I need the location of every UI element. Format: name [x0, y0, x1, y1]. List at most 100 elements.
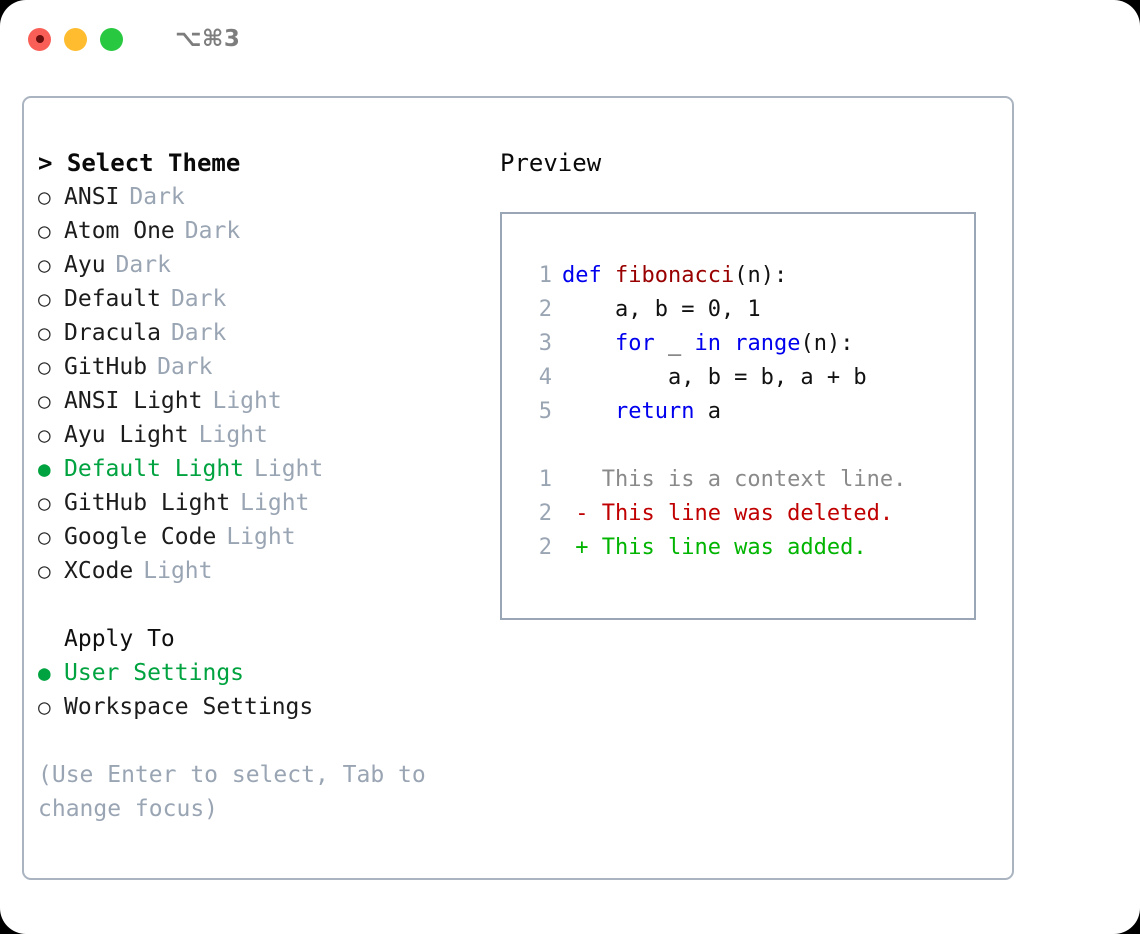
code-line: [518, 429, 968, 463]
radio-unselected-icon: ○: [38, 253, 51, 277]
radio-unselected-icon: ○: [38, 389, 51, 413]
radio-unselected-icon: ○: [38, 321, 51, 345]
code-token: - This line was deleted.: [562, 501, 894, 526]
theme-option-tag: Dark: [170, 320, 227, 346]
code-token: fibonacci: [614, 263, 735, 288]
code-token: (n):: [800, 331, 854, 356]
code-token: a, b = b, a + b: [562, 365, 867, 390]
theme-option-xcode[interactable]: ○ XCode Light: [38, 554, 478, 588]
theme-option-label: Ayu: [64, 252, 106, 278]
radio-unselected-icon: ○: [38, 219, 51, 243]
line-number: 2: [538, 501, 552, 526]
apply-to-option-list[interactable]: ●User Settings○Workspace Settings: [38, 656, 478, 724]
theme-option-tag: Dark: [129, 184, 185, 210]
radio-unselected-icon: ○: [38, 185, 51, 209]
code-line: 2 + This line was added.: [518, 531, 968, 565]
theme-option-label: ANSI Light: [64, 388, 203, 414]
code-token: return: [614, 399, 695, 424]
code-line: 1 def fibonacci(n):: [518, 259, 968, 293]
apply-to-label: Apply To: [64, 626, 175, 652]
theme-option-ansi[interactable]: ○ ANSI Dark: [38, 180, 478, 214]
theme-option-label: Atom One: [64, 218, 175, 244]
theme-option-tag: Light: [198, 422, 268, 448]
apply-to-group: Apply To ●User Settings○Workspace Settin…: [38, 622, 478, 724]
theme-option-label: GitHub: [64, 354, 148, 380]
code-token: a: [694, 399, 721, 424]
theme-option-github-light[interactable]: ○ GitHub Light Light: [38, 486, 478, 520]
code-line-content: This is a context line.: [562, 463, 907, 497]
apply-to-option-label: User Settings: [64, 660, 245, 686]
apply-to-option-workspace-settings[interactable]: ○Workspace Settings: [38, 690, 478, 724]
traffic-lights: [28, 27, 123, 51]
theme-option-label: Google Code: [64, 524, 217, 550]
theme-option-ansi-light[interactable]: ○ ANSI Light Light: [38, 384, 478, 418]
line-number: 1: [538, 467, 552, 492]
close-icon: [35, 35, 44, 43]
radio-unselected-icon: ○: [38, 423, 51, 447]
code-token: _: [654, 331, 695, 356]
theme-option-tag: Light: [212, 388, 282, 414]
code-line-content: def fibonacci(n):: [562, 259, 787, 293]
minimize-button[interactable]: [64, 27, 87, 51]
code-token: in: [694, 331, 721, 356]
keyboard-hint-text: (Use Enter to select, Tab to change focu…: [38, 762, 426, 822]
zoom-button[interactable]: [100, 27, 123, 51]
line-number: 4: [538, 365, 552, 390]
code-line: 1 This is a context line.: [518, 463, 968, 497]
code-token: for: [614, 331, 655, 356]
radio-selected-icon: ●: [38, 457, 51, 481]
theme-option-label: XCode: [64, 558, 134, 584]
theme-option-tag: Dark: [115, 252, 171, 278]
theme-option-label: Ayu Light: [64, 422, 189, 448]
code-token: + This line was added.: [562, 535, 867, 560]
theme-option-tag: Light: [143, 558, 213, 584]
code-line-content: a, b = b, a + b: [562, 361, 867, 395]
radio-unselected-icon: ○: [38, 525, 51, 549]
radio-unselected-icon: ○: [38, 559, 51, 583]
theme-option-ayu-light[interactable]: ○ Ayu Light Light: [38, 418, 478, 452]
close-button[interactable]: [28, 27, 51, 51]
code-token: (n):: [734, 263, 788, 288]
line-number: 3: [538, 331, 552, 356]
preview-header: Preview: [500, 149, 602, 177]
line-number: 1: [538, 263, 552, 288]
theme-option-tag: Dark: [157, 354, 213, 380]
keyboard-shortcut-label: ⌥⌘3: [175, 26, 241, 52]
code-line-content: - This line was deleted.: [562, 497, 893, 531]
radio-unselected-icon: ○: [38, 491, 51, 515]
theme-option-label: ANSI: [64, 184, 120, 210]
apply-to-option-user-settings[interactable]: ●User Settings: [38, 656, 478, 690]
line-number: 2: [538, 535, 552, 560]
line-number: 2: [538, 297, 552, 322]
theme-option-label: GitHub Light: [64, 490, 231, 516]
theme-option-label: Default Light: [64, 456, 245, 482]
theme-option-tag: Dark: [170, 286, 227, 312]
theme-option-tag: Light: [240, 490, 310, 516]
code-line: 2 a, b = 0, 1: [518, 293, 968, 327]
apply-to-option-label: Workspace Settings: [64, 694, 314, 720]
code-line: 2 - This line was deleted.: [518, 497, 968, 531]
code-line-content: a, b = 0, 1: [562, 293, 761, 327]
theme-option-label: Default: [64, 286, 161, 312]
code-token: [721, 331, 734, 356]
code-line-content: + This line was added.: [562, 531, 867, 565]
code-token: range: [734, 331, 801, 356]
code-line: 4 a, b = b, a + b: [518, 361, 968, 395]
code-line-content: for _ in range(n):: [562, 327, 853, 361]
select-theme-header: > Select Theme: [38, 149, 241, 177]
theme-option-ayu[interactable]: ○ Ayu Dark: [38, 248, 478, 282]
code-token: a, b = 0, 1: [562, 297, 761, 322]
